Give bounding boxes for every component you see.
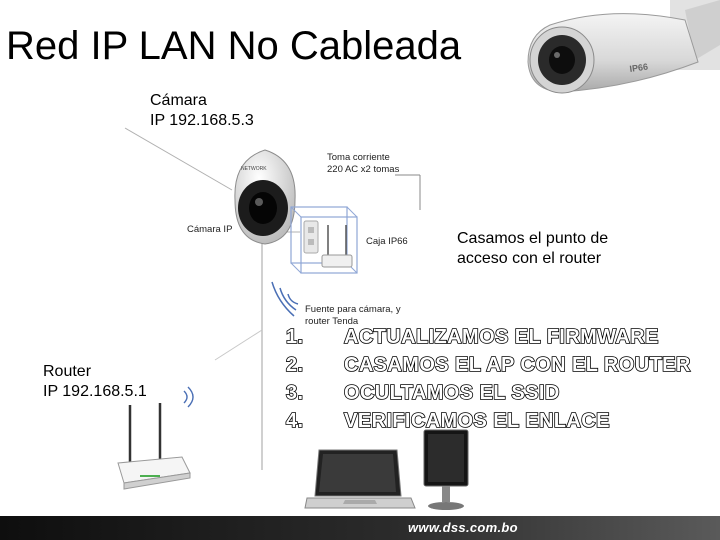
camara-ip-label: Cámara IP (187, 224, 232, 236)
step-text: ACTUALIZAMOS EL FIRMWARE (344, 323, 659, 351)
step-number: 2. (286, 351, 344, 379)
toma-corriente-label: Toma corriente 220 AC x2 tomas (327, 152, 399, 176)
step-item: 1. ACTUALIZAMOS EL FIRMWARE (286, 323, 691, 351)
caja-ip66-icon (290, 205, 360, 277)
step-number: 3. (286, 379, 344, 407)
step-number: 1. (286, 323, 344, 351)
footer-bar: www.dss.com.bo (0, 516, 720, 540)
router-name-label: Router (43, 362, 91, 382)
laptop-icon (305, 448, 415, 516)
step-text: VERIFICAMOS EL ENLACE (344, 407, 610, 435)
step-item: 3. OCULTAMOS EL SSID (286, 379, 691, 407)
caja-ip66-label: Caja IP66 (366, 236, 408, 248)
steps-list: 1. ACTUALIZAMOS EL FIRMWARE 2. CASAMOS E… (286, 323, 691, 435)
step-text: OCULTAMOS EL SSID (344, 379, 560, 407)
router-icon (110, 385, 200, 495)
monitor-icon (420, 430, 472, 516)
step-number: 4. (286, 407, 344, 435)
step-item: 2. CASAMOS EL AP CON EL ROUTER (286, 351, 691, 379)
footer-url: www.dss.com.bo (408, 520, 518, 535)
step-text: CASAMOS EL AP CON EL ROUTER (344, 351, 691, 379)
svg-text:NETWORK: NETWORK (241, 166, 267, 172)
step-item: 4. VERIFICAMOS EL ENLACE (286, 407, 691, 435)
pairing-note: Casamos el punto de acceso con el router (457, 229, 608, 269)
